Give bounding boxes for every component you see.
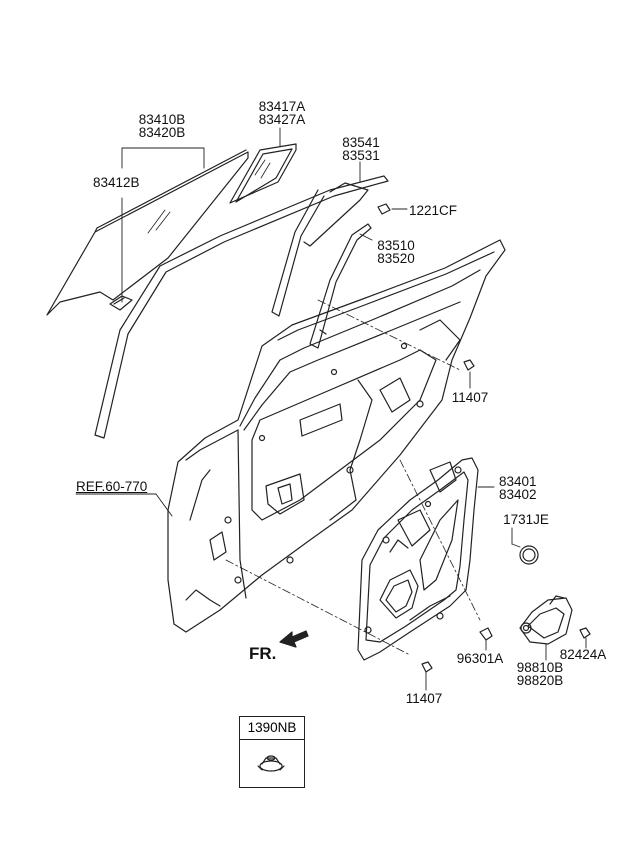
label-83541: 83541 bbox=[342, 135, 380, 150]
legend-part-number: 1390NB bbox=[240, 717, 304, 740]
reference-leader bbox=[75, 493, 173, 517]
legend-box: 1390NB bbox=[239, 716, 305, 788]
label-83410b: 83410B bbox=[138, 112, 186, 127]
label-83420b: 83420B bbox=[138, 125, 186, 140]
label-reference: REF.60-770 bbox=[76, 479, 148, 494]
label-83510: 83510 bbox=[377, 238, 415, 253]
window-motor bbox=[519, 595, 573, 661]
label-98810b: 98810B bbox=[516, 660, 564, 675]
label-83531: 83531 bbox=[342, 148, 380, 163]
label-11407-mid: 11407 bbox=[451, 390, 489, 405]
screw-96301a bbox=[479, 627, 493, 651]
label-82424a: 82424A bbox=[559, 647, 607, 662]
label-1731je: 1731JE bbox=[503, 512, 549, 527]
label-83402: 83402 bbox=[499, 487, 537, 502]
sash-channel bbox=[94, 161, 389, 439]
bolt-1221cf bbox=[377, 203, 408, 215]
label-11407-bottom: 11407 bbox=[405, 691, 443, 706]
label-83401: 83401 bbox=[499, 474, 537, 489]
bolt-11407-mid bbox=[463, 359, 475, 389]
front-arrow-icon bbox=[279, 630, 309, 648]
bolt-82424a bbox=[579, 627, 591, 649]
label-96301a: 96301A bbox=[456, 651, 504, 666]
clip-fastener-icon bbox=[257, 755, 285, 772]
label-83427a: 83427A bbox=[258, 112, 306, 127]
glass-leader-lines bbox=[121, 147, 205, 303]
alignment-lines bbox=[225, 299, 481, 656]
rear-run-channel bbox=[309, 223, 373, 349]
label-83412b: 83412B bbox=[93, 175, 140, 190]
glass-clip bbox=[109, 295, 133, 311]
bolt-11407-bottom bbox=[421, 661, 433, 691]
label-front: FR. bbox=[249, 644, 277, 663]
label-98820b: 98820B bbox=[516, 673, 564, 688]
regulator-panel bbox=[357, 457, 495, 661]
label-83417a: 83417A bbox=[258, 99, 306, 114]
label-83520: 83520 bbox=[377, 251, 415, 266]
grommet-1731je bbox=[511, 527, 539, 565]
label-1221cf: 1221CF bbox=[409, 203, 458, 218]
door-glass bbox=[46, 149, 249, 316]
quarter-glass bbox=[229, 127, 297, 204]
door-frame bbox=[167, 239, 506, 633]
